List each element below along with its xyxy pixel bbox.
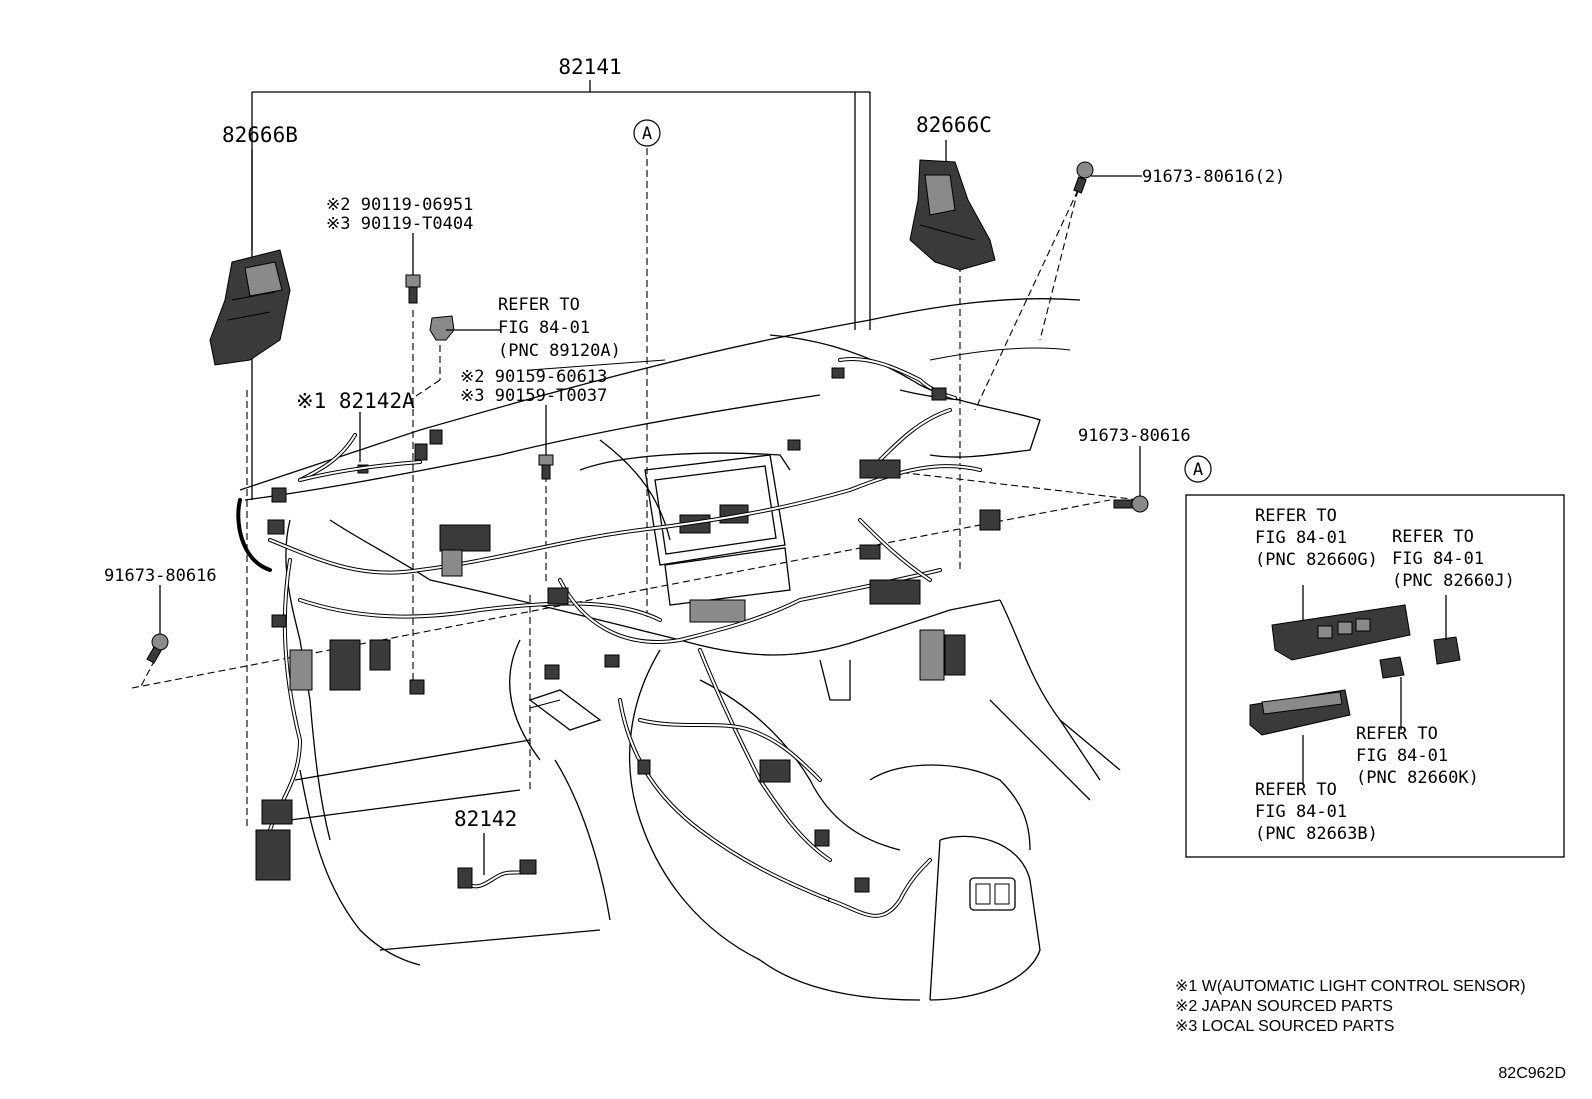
part-number-bolt-right: 91673-80616 bbox=[1078, 426, 1191, 446]
main-part-leader bbox=[251, 80, 871, 500]
sensor-harness-82142a bbox=[298, 443, 428, 482]
inset-ref-g-line2: FIG 84-01 bbox=[1255, 528, 1347, 548]
part-number-82142a: ※1 82142A bbox=[296, 389, 415, 413]
marker-a-inset-text: A bbox=[1193, 460, 1203, 480]
inset-ref-j-line1: REFER TO bbox=[1392, 527, 1474, 547]
bolt-right bbox=[1113, 495, 1149, 513]
bolt-top-right bbox=[1073, 161, 1094, 194]
junction-block-82666b bbox=[209, 249, 291, 366]
part-number-bolt-left: 91673-80616 bbox=[104, 566, 217, 586]
switch-82660k bbox=[1379, 656, 1405, 679]
inset-ref-k-line3: (PNC 82660K) bbox=[1356, 768, 1479, 788]
sub-harness-82142 bbox=[457, 859, 537, 889]
inset-ref-j-line2: FIG 84-01 bbox=[1392, 549, 1484, 569]
bolt-left bbox=[146, 633, 169, 664]
footnotes: ※1 W(AUTOMATIC LIGHT CONTROL SENSOR) ※2 … bbox=[1175, 978, 1526, 1035]
part-number-screw-local: ※3 90159-T0037 bbox=[460, 386, 607, 406]
part-number-82142: 82142 bbox=[454, 807, 517, 831]
refer-pnc-label: (PNC 89120A) bbox=[498, 341, 621, 361]
part-number-screw-japan: ※2 90159-60613 bbox=[460, 367, 607, 387]
harness-connectors bbox=[255, 367, 1001, 893]
inset-ref-j-line3: (PNC 82660J) bbox=[1392, 571, 1515, 591]
footnote-2: ※2 JAPAN SOURCED PARTS bbox=[1175, 998, 1393, 1015]
footnote-3: ※3 LOCAL SOURCED PARTS bbox=[1175, 1018, 1394, 1035]
switch-82660g bbox=[1271, 604, 1411, 661]
screw-90159 bbox=[538, 454, 554, 480]
junction-block-82666c bbox=[909, 159, 996, 271]
figure-code: 82C962D bbox=[1498, 1065, 1566, 1082]
inset-ref-g-line3: (PNC 82660G) bbox=[1255, 550, 1378, 570]
part-number-clip-local: ※3 90119-T0404 bbox=[326, 214, 473, 234]
clip-89120a bbox=[429, 315, 455, 341]
inset-ref-b-line2: FIG 84-01 bbox=[1255, 802, 1347, 822]
clip-90119 bbox=[405, 274, 421, 304]
fasteners bbox=[146, 161, 1149, 664]
wire-harness bbox=[236, 357, 982, 918]
part-number-82141: 82141 bbox=[558, 55, 621, 79]
leader-lines bbox=[159, 140, 1142, 875]
switch-82663b bbox=[1249, 689, 1351, 736]
center-console-stack bbox=[644, 454, 791, 623]
view-marker-a: A bbox=[633, 119, 661, 147]
inset-ref-g-line1: REFER TO bbox=[1255, 506, 1337, 526]
inset-ref-b-line1: REFER TO bbox=[1255, 780, 1337, 800]
part-number-82666c: 82666C bbox=[916, 113, 992, 137]
refer-to-label: REFER TO bbox=[498, 295, 580, 315]
refer-fig-label: FIG 84-01 bbox=[498, 318, 590, 338]
inset-view-a: REFER TO FIG 84-01 (PNC 82660G) REFER TO… bbox=[1185, 494, 1565, 858]
inset-ref-b-line3: (PNC 82663B) bbox=[1255, 824, 1378, 844]
part-number-82666b: 82666B bbox=[222, 123, 298, 147]
footnote-1: ※1 W(AUTOMATIC LIGHT CONTROL SENSOR) bbox=[1175, 978, 1526, 995]
dashboard-outline bbox=[239, 298, 1121, 1001]
marker-a-text: A bbox=[642, 124, 652, 144]
switch-82660j bbox=[1433, 636, 1461, 665]
view-marker-a-inset: A bbox=[1184, 455, 1212, 483]
inset-ref-k-line1: REFER TO bbox=[1356, 724, 1438, 744]
part-number-clip-japan: ※2 90119-06951 bbox=[326, 195, 473, 215]
part-number-bolt-top-right: 91673-80616(2) bbox=[1142, 167, 1285, 187]
inset-ref-k-line2: FIG 84-01 bbox=[1356, 746, 1448, 766]
